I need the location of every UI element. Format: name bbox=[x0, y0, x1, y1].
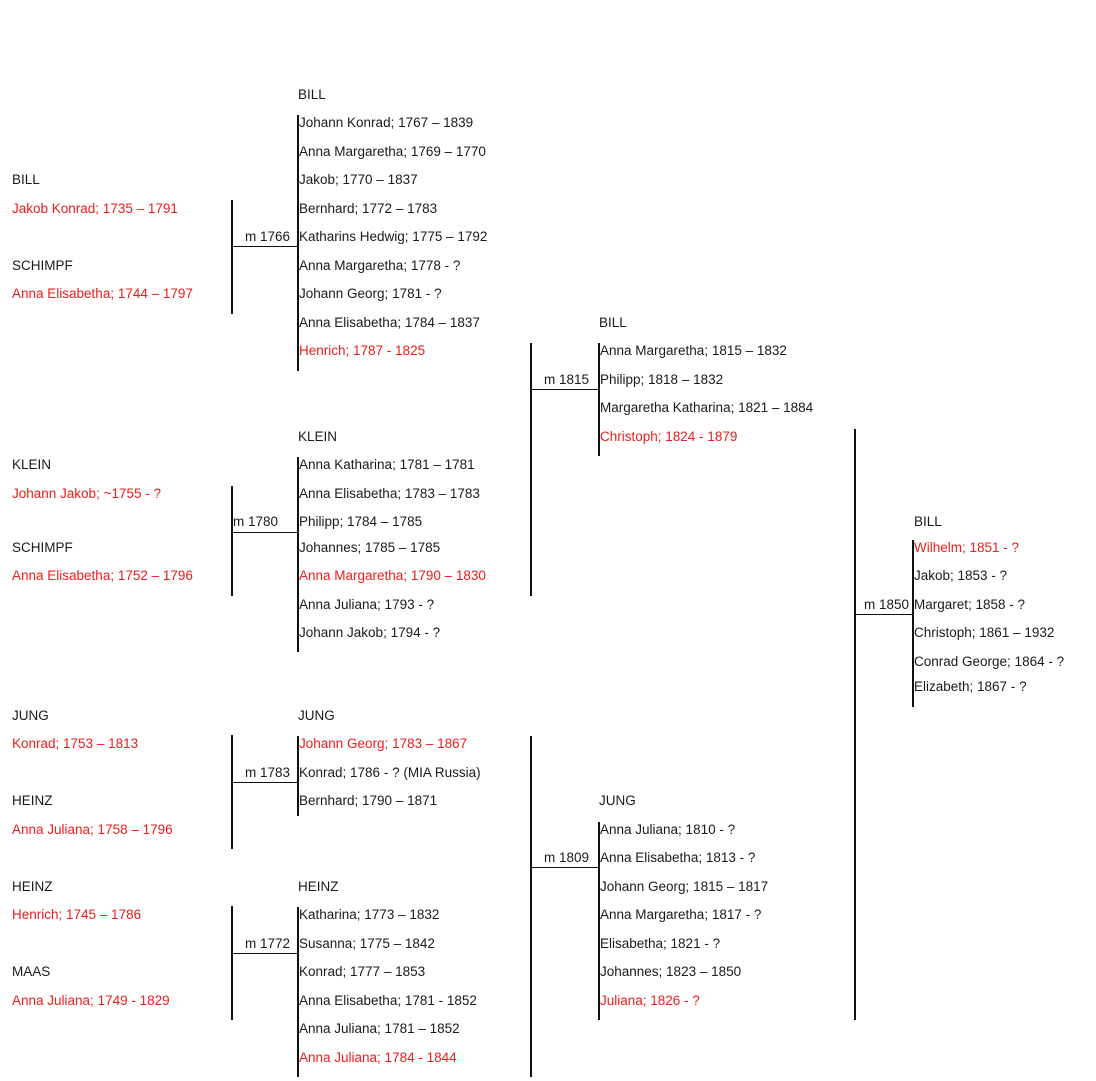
child-item: Konrad; 1777 – 1853 bbox=[299, 964, 426, 979]
sibling-bracket bbox=[598, 343, 600, 456]
person-jakob-konrad: Jakob Konrad; 1735 – 1791 bbox=[12, 201, 178, 216]
child-item: Anna Margaretha; 1769 – 1770 bbox=[299, 144, 486, 159]
sibling-bracket bbox=[912, 540, 914, 707]
family-name-jung: JUNG bbox=[599, 793, 636, 808]
marriage-year: m 1783 bbox=[245, 765, 291, 780]
marriage-connector bbox=[854, 614, 914, 615]
child-item: Katharina; 1773 – 1832 bbox=[299, 907, 440, 922]
sibling-bracket bbox=[598, 822, 600, 1020]
family-name-bill: BILL bbox=[298, 87, 326, 102]
family-name-klein: KLEIN bbox=[12, 457, 52, 472]
child-item-johann-georg: Johann Georg; 1783 – 1867 bbox=[299, 736, 468, 751]
person-henrich: Henrich; 1745 – 1786 bbox=[12, 907, 142, 922]
family-name-jung: JUNG bbox=[12, 708, 49, 723]
child-item: Johann Jakob; 1794 - ? bbox=[299, 625, 441, 640]
grandchild-item: Elisabetha; 1821 - ? bbox=[600, 936, 721, 951]
child-item: Johann Georg; 1781 - ? bbox=[299, 286, 442, 301]
marriage-year: m 1766 bbox=[245, 229, 291, 244]
marriage-year: m 1809 bbox=[544, 850, 590, 865]
grandchild-item: Philipp; 1818 – 1832 bbox=[600, 372, 724, 387]
marriage-bracket bbox=[231, 906, 233, 1020]
final-item: Elizabeth; 1867 - ? bbox=[914, 679, 1027, 694]
grandchild-item-juliana: Juliana; 1826 - ? bbox=[600, 993, 700, 1008]
person-johann-jakob: Johann Jakob; ~1755 - ? bbox=[12, 486, 161, 501]
marriage-bracket bbox=[231, 735, 233, 849]
marriage-year: m 1772 bbox=[245, 936, 291, 951]
person-konrad: Konrad; 1753 – 1813 bbox=[12, 736, 139, 751]
child-item: Anna Juliana; 1793 - ? bbox=[299, 597, 435, 612]
grandchild-item: Anna Margaretha; 1817 - ? bbox=[600, 907, 762, 922]
final-item: Conrad George; 1864 - ? bbox=[914, 654, 1065, 669]
grandchild-item: Anna Margaretha; 1815 – 1832 bbox=[600, 343, 787, 358]
child-item: Johannes; 1785 – 1785 bbox=[299, 540, 441, 555]
marriage-bracket bbox=[530, 343, 532, 596]
child-item: Susanna; 1775 – 1842 bbox=[299, 936, 435, 951]
child-item: Philipp; 1784 – 1785 bbox=[299, 514, 423, 529]
family-name-klein: KLEIN bbox=[298, 429, 338, 444]
grandchild-item-christoph: Christoph; 1824 - 1879 bbox=[600, 429, 738, 444]
final-item: Jakob; 1853 - ? bbox=[914, 568, 1008, 583]
sibling-bracket bbox=[297, 457, 299, 652]
marriage-bracket bbox=[231, 200, 233, 314]
marriage-connector bbox=[231, 246, 298, 247]
sibling-bracket bbox=[297, 907, 299, 1077]
final-item: Margaret; 1858 - ? bbox=[914, 597, 1026, 612]
family-name-bill: BILL bbox=[599, 315, 627, 330]
family-name-maas: MAAS bbox=[12, 964, 51, 979]
family-name-schimpf: SCHIMPF bbox=[12, 258, 73, 273]
child-item: Anna Katharina; 1781 – 1781 bbox=[299, 457, 475, 472]
family-name-bill: BILL bbox=[12, 172, 40, 187]
sibling-bracket bbox=[297, 736, 299, 816]
grandchild-item: Anna Juliana; 1810 - ? bbox=[600, 822, 736, 837]
family-name-heinz: HEINZ bbox=[298, 879, 339, 894]
child-item: Anna Elisabetha; 1781 - 1852 bbox=[299, 993, 477, 1008]
grandchild-item: Johann Georg; 1815 – 1817 bbox=[600, 879, 769, 894]
child-item: Anna Margaretha; 1778 - ? bbox=[299, 258, 461, 273]
child-item: Bernhard; 1790 – 1871 bbox=[299, 793, 438, 808]
final-item-wilhelm: Wilhelm; 1851 - ? bbox=[914, 540, 1020, 555]
marriage-bracket bbox=[854, 429, 856, 1020]
child-item-anna-margaretha: Anna Margaretha; 1790 – 1830 bbox=[299, 568, 486, 583]
marriage-year: m 1815 bbox=[544, 372, 590, 387]
child-item: Katharins Hedwig; 1775 – 1792 bbox=[299, 229, 488, 244]
child-item-anna-juliana: Anna Juliana; 1784 - 1844 bbox=[299, 1050, 457, 1065]
child-item: Konrad; 1786 - ? (MIA Russia) bbox=[299, 765, 481, 780]
marriage-connector bbox=[530, 867, 599, 868]
child-item: Bernhard; 1772 – 1783 bbox=[299, 201, 438, 216]
child-item: Johann Konrad; 1767 – 1839 bbox=[299, 115, 474, 130]
grandchild-item: Johannes; 1823 – 1850 bbox=[600, 964, 742, 979]
child-item: Jakob; 1770 – 1837 bbox=[299, 172, 418, 187]
family-name-jung: JUNG bbox=[298, 708, 335, 723]
family-name-schimpf: SCHIMPF bbox=[12, 540, 73, 555]
grandchild-item: Anna Elisabetha; 1813 - ? bbox=[600, 850, 756, 865]
final-item: Christoph; 1861 – 1932 bbox=[914, 625, 1055, 640]
person-anna-elisabetha: Anna Elisabetha; 1744 – 1797 bbox=[12, 286, 193, 301]
person-anna-juliana: Anna Juliana; 1749 - 1829 bbox=[12, 993, 170, 1008]
marriage-year: m 1850 bbox=[864, 597, 910, 612]
marriage-year: m 1780 bbox=[233, 514, 279, 529]
marriage-connector bbox=[530, 389, 599, 390]
marriage-connector bbox=[231, 782, 298, 783]
child-item: Anna Elisabetha; 1784 – 1837 bbox=[299, 315, 480, 330]
family-name-heinz: HEINZ bbox=[12, 793, 53, 808]
grandchild-item: Margaretha Katharina; 1821 – 1884 bbox=[600, 400, 814, 415]
marriage-connector bbox=[231, 532, 298, 533]
family-name-heinz: HEINZ bbox=[12, 879, 53, 894]
child-item: Anna Juliana; 1781 – 1852 bbox=[299, 1021, 460, 1036]
sibling-bracket bbox=[297, 115, 299, 371]
marriage-bracket bbox=[231, 486, 233, 596]
child-item-henrich: Henrich; 1787 - 1825 bbox=[299, 343, 426, 358]
marriage-connector bbox=[231, 953, 298, 954]
person-anna-juliana: Anna Juliana; 1758 – 1796 bbox=[12, 822, 173, 837]
family-name-bill: BILL bbox=[914, 514, 942, 529]
child-item: Anna Elisabetha; 1783 – 1783 bbox=[299, 486, 480, 501]
person-anna-elisabetha: Anna Elisabetha; 1752 – 1796 bbox=[12, 568, 193, 583]
marriage-bracket bbox=[530, 736, 532, 1077]
